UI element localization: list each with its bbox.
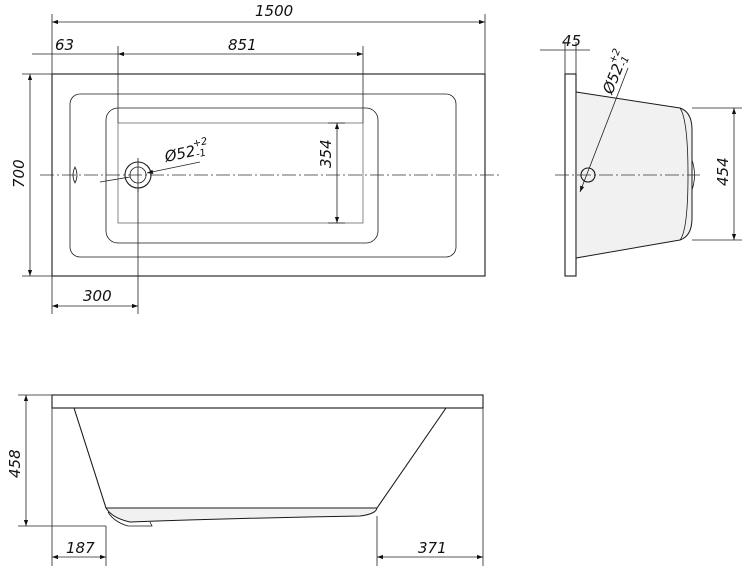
side-view: 45 454 Ø52 +2 -1 (540, 32, 742, 277)
front-view-rim (51, 394, 484, 409)
dim-label-458: 458 (6, 449, 24, 478)
front-view: 458 187 371 (6, 394, 484, 566)
svg-text:+2: +2 (607, 47, 623, 65)
dim-label-45: 45 (562, 32, 581, 50)
dim-label-187: 187 (66, 539, 95, 557)
dim-label-851: 851 (228, 36, 257, 54)
top-view: 1500 63 851 700 354 300 Ø52 +2 -1 (10, 2, 500, 314)
front-view-body (73, 407, 447, 509)
dim-label-371: 371 (418, 539, 447, 557)
svg-text:-1: -1 (195, 148, 207, 161)
top-view-basin-floor-inner (117, 122, 364, 224)
dim-label-454: 454 (714, 157, 732, 186)
dim-label-63: 63 (55, 36, 74, 54)
dim-label-700: 700 (10, 159, 28, 188)
top-view-basin-floor-outer (105, 107, 379, 244)
dim-label-drain-top: Ø52 +2 -1 (162, 136, 209, 166)
overflow-hole (72, 166, 78, 184)
svg-text:+2: +2 (192, 136, 209, 150)
side-view-drain (580, 167, 596, 183)
dim-label-300: 300 (83, 287, 112, 305)
top-view-inner-basin (69, 93, 457, 258)
dim-label-1500: 1500 (255, 2, 293, 20)
svg-text:Ø52: Ø52 (162, 142, 197, 166)
dim-label-354: 354 (317, 139, 335, 168)
dim-label-drain-side: Ø52 +2 -1 (599, 47, 632, 97)
svg-text:-1: -1 (618, 55, 632, 68)
front-view-base (105, 507, 378, 523)
